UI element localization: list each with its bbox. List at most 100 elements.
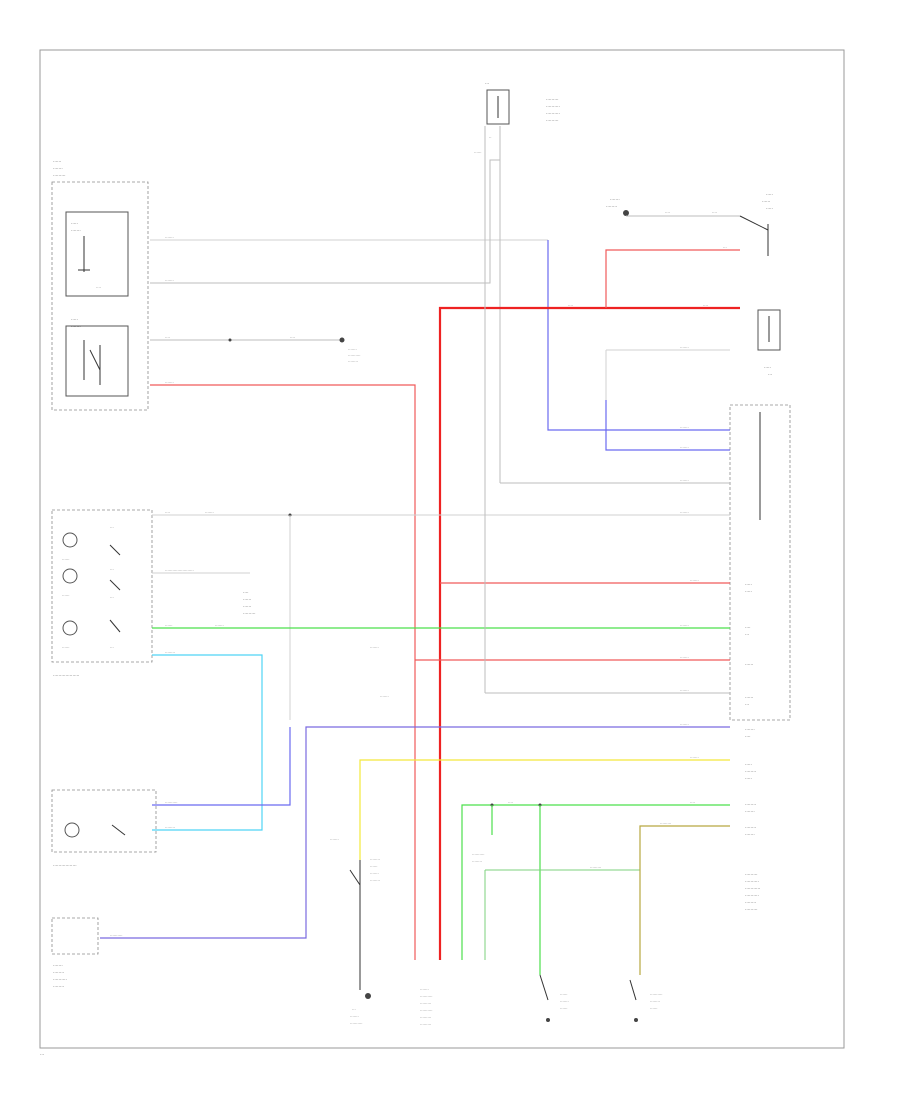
svg-text:.....: ..... — [745, 588, 752, 594]
svg-text:..........: .......... — [546, 110, 560, 116]
svg-text:...................: ................... — [53, 672, 79, 678]
svg-text:......: ...... — [53, 158, 61, 164]
cruise-main-switch: ................. — [51, 789, 157, 868]
lower-left-module: ....... ........ .......... ........ — [51, 917, 99, 989]
svg-text:....: .... — [690, 799, 695, 804]
svg-text:...: ... — [745, 631, 749, 637]
svg-text:.......: ....... — [745, 831, 755, 837]
svg-text:.........: ......... — [420, 1021, 431, 1026]
svg-text:......: ...... — [62, 592, 70, 597]
svg-text:......: ...... — [560, 991, 568, 996]
svg-text:.....: ..... — [71, 316, 78, 322]
svg-text:.........: ......... — [546, 96, 559, 102]
cruise-unit-connector: ..... ..... .... ... ...... ...... ... .… — [729, 404, 791, 912]
svg-text:.................: ................. — [53, 862, 77, 868]
svg-text:.......: ....... — [680, 344, 689, 349]
svg-text:.......: ....... — [420, 986, 429, 991]
svg-text:.......: ....... — [680, 721, 689, 726]
svg-text:.....: ..... — [766, 205, 773, 211]
cruise-unit-label: ....... .......... ......... .......... … — [420, 986, 433, 1026]
brake-light-switch: ..... ... — [757, 309, 781, 377]
svg-text:.......: ....... — [165, 379, 174, 384]
svg-text:.......: ....... — [690, 754, 699, 759]
svg-text:...: ... — [352, 1006, 356, 1011]
svg-text:......: ...... — [560, 1005, 568, 1010]
svg-text:.......: ....... — [205, 509, 214, 514]
svg-text:....: .... — [165, 334, 170, 339]
svg-text:........: ........ — [165, 824, 175, 829]
svg-text:.......: ....... — [610, 196, 620, 202]
svg-text:.........: ......... — [745, 906, 758, 912]
svg-text:...: ... — [110, 566, 114, 571]
svg-text:........: ........ — [370, 877, 380, 882]
svg-text:.......: ....... — [680, 622, 689, 627]
svg-text:......: ...... — [762, 198, 770, 204]
svg-text:....: .... — [703, 302, 708, 307]
svg-text:..........: .......... — [650, 991, 663, 996]
svg-text:....: .... — [665, 209, 670, 214]
svg-text:....: .... — [568, 302, 573, 307]
svg-text:..........: .......... — [110, 932, 123, 937]
svg-text:.......: ....... — [350, 1013, 359, 1018]
svg-text:......: ...... — [745, 694, 753, 700]
svg-text:......: ...... — [62, 644, 70, 649]
svg-text:.........: ......... — [660, 820, 671, 825]
svg-text:...: ... — [110, 644, 114, 649]
svg-text:........: ........ — [606, 203, 617, 209]
svg-text:......: ...... — [243, 596, 251, 602]
svg-text:........: ........ — [53, 969, 64, 975]
svg-text:..........: .......... — [472, 851, 485, 856]
svg-text:........: ........ — [745, 824, 756, 830]
svg-text:...: ... — [110, 594, 114, 599]
cruise-switch-panel: ...... ...... ...... ... ... ... ... ...… — [51, 509, 256, 678]
svg-text:..........: .......... — [745, 892, 759, 898]
svg-text:..........: .......... — [165, 799, 178, 804]
svg-text:........: ........ — [348, 358, 358, 363]
svg-text:.......: ....... — [165, 277, 174, 282]
svg-text:....: .... — [745, 733, 751, 739]
svg-text:.........: ......... — [420, 1000, 431, 1005]
svg-text:.........: ......... — [590, 864, 601, 869]
diagram-frame — [39, 49, 845, 1049]
svg-text:.......: ....... — [370, 644, 379, 649]
svg-text:....: .... — [96, 284, 101, 289]
svg-text:.....: ..... — [71, 220, 78, 226]
footer-code: ... — [40, 1051, 44, 1057]
svg-text:.......: ....... — [680, 444, 689, 449]
svg-text:.........: ......... — [53, 172, 66, 178]
fuse-box: ... ......... .......... .......... ....… — [474, 80, 560, 154]
svg-text:.......: ....... — [53, 962, 63, 968]
svg-text:........: ........ — [370, 856, 380, 861]
svg-text:........: ........ — [745, 899, 756, 905]
fuse-box-label: ... — [485, 80, 489, 86]
svg-text:.......: ....... — [71, 227, 81, 233]
svg-text:..........: .......... — [420, 993, 433, 998]
svg-text:.......: ....... — [560, 998, 569, 1003]
svg-text:.......: ....... — [348, 346, 357, 351]
svg-text:....: .... — [745, 624, 751, 630]
svg-text:.......: ....... — [690, 577, 699, 582]
svg-text:.......: ....... — [680, 424, 689, 429]
ignition-switch-group: ...... ....... ......... ..... ....... .… — [51, 158, 149, 411]
svg-text:...: ... — [745, 701, 749, 707]
svg-text:.......: ....... — [215, 622, 224, 627]
svg-text:........: ........ — [745, 768, 756, 774]
svg-text:.....: ..... — [745, 581, 752, 587]
svg-text:..........: .......... — [348, 352, 361, 357]
svg-text:........: ........ — [53, 983, 64, 989]
svg-text:......: ...... — [165, 622, 173, 627]
svg-text:..: .. — [489, 134, 492, 139]
svg-text:.......: ....... — [330, 836, 339, 841]
svg-text:.........: ......... — [546, 117, 559, 123]
svg-text:.......: ....... — [680, 654, 689, 659]
svg-text:.......: ....... — [680, 509, 689, 514]
svg-text:.......: ....... — [380, 693, 389, 698]
svg-text:......: ...... — [370, 863, 378, 868]
svg-text:......: ...... — [243, 603, 251, 609]
svg-text:.....: ..... — [764, 364, 771, 370]
svg-text:.......: ....... — [53, 165, 63, 171]
neutral-switch: ...... ....... ...... — [539, 974, 569, 1022]
svg-text:..........: .......... — [53, 976, 67, 982]
svg-text:...: ... — [723, 244, 727, 249]
